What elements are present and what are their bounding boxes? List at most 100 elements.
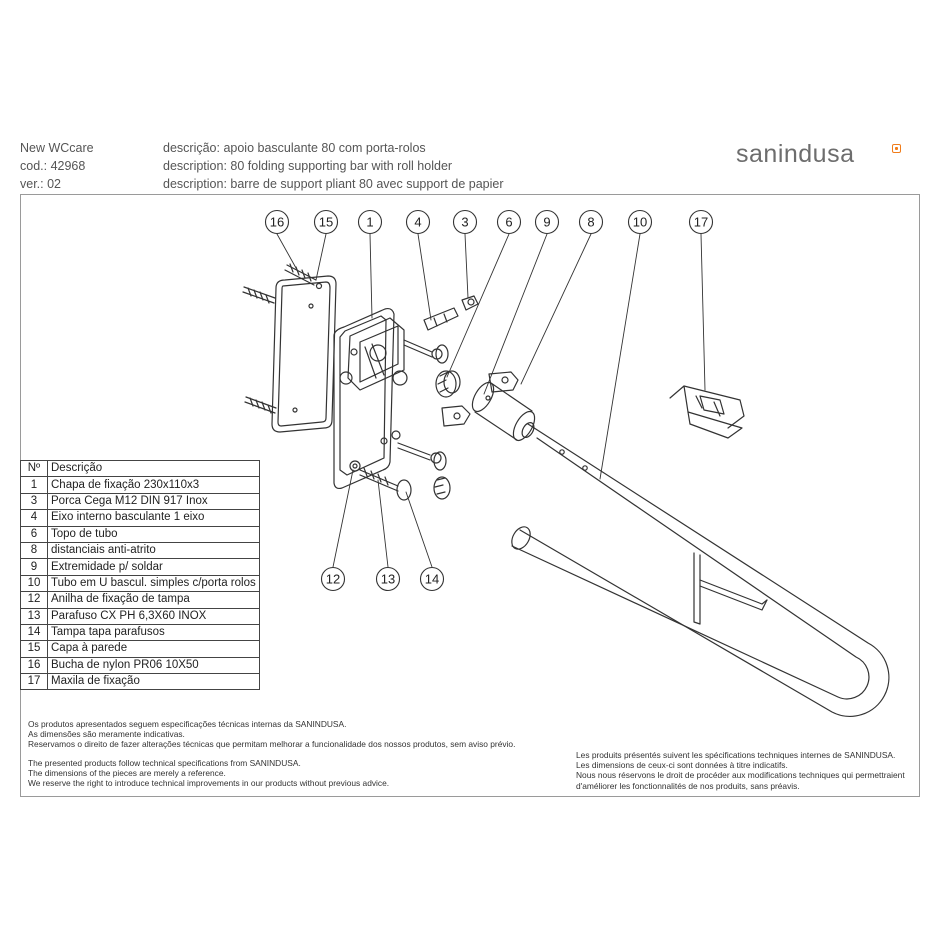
product-code: cod.: 42968 <box>20 159 86 173</box>
note-line: Les dimensions de ceux-ci sont données à… <box>576 760 788 771</box>
sanindusa-logo: sanindusa <box>736 140 854 169</box>
logo-text-2: indusa <box>777 140 855 168</box>
header-meta: New WCcare cod.: 42968 ver.: 02 <box>20 139 94 193</box>
part-number: 4 <box>20 509 48 527</box>
callout-label: 16 <box>270 215 284 230</box>
callout-16: 16 <box>264 209 290 235</box>
note-line: Nous nous réservons le droit de procéder… <box>576 770 905 781</box>
part-number: 8 <box>20 541 48 560</box>
cap-nut <box>461 295 479 311</box>
part-number: 14 <box>20 623 48 642</box>
spacers <box>441 371 519 427</box>
wall-plate <box>271 275 337 433</box>
callout-circle <box>496 209 522 235</box>
note-line: As dimensões são meramente indicativas. <box>28 729 185 740</box>
part-description: Anilha de fixação de tampa <box>47 591 260 609</box>
part-description: Eixo interno basculante 1 eixo <box>47 509 260 527</box>
callout-circle <box>627 209 653 235</box>
callout-label: 17 <box>694 215 708 230</box>
callout-circle <box>419 566 445 592</box>
part-description: Extremidade p/ soldar <box>47 558 260 576</box>
logo-mark-icon <box>892 144 901 153</box>
screw-caps <box>396 344 451 501</box>
note-line: Os produtos apresentados seguem especifi… <box>28 719 347 729</box>
notes-pt: Os produtos apresentados seguem especifi… <box>28 719 515 750</box>
part-number: 17 <box>20 673 48 691</box>
parts-table-header: Nº Descrição <box>20 459 260 478</box>
description-fr: description: barre de support pliant 80 … <box>163 177 504 191</box>
part-description: Bucha de nylon PR06 10X50 <box>47 656 260 675</box>
callout-circle <box>534 209 560 235</box>
part-number: 12 <box>20 591 48 609</box>
tube-cap <box>435 370 461 398</box>
header-descriptions: descrição: apoio basculante 80 com porta… <box>163 139 504 193</box>
callout-8: 8 <box>578 209 604 235</box>
product-version: ver.: 02 <box>20 177 61 191</box>
callout-circle <box>688 209 714 235</box>
note-line: d'améliorer les fonctionnalités de nos p… <box>576 780 800 791</box>
callout-label: 15 <box>319 215 333 230</box>
part-description: Tampa tapa parafusos <box>47 623 260 642</box>
callout-label: 4 <box>414 215 421 230</box>
part-description: Tubo em U bascul. simples c/porta rolos <box>47 574 260 593</box>
callout-14: 14 <box>419 566 445 592</box>
part-number: 16 <box>20 656 48 675</box>
u-tube <box>511 422 890 717</box>
callout-17: 17 <box>688 209 714 235</box>
part-description: Porca Cega M12 DIN 917 Inox <box>47 492 260 511</box>
note-line: We reserve the right to introduce techni… <box>28 778 390 789</box>
callout-4: 4 <box>405 209 431 235</box>
screws <box>359 339 443 492</box>
nylon-anchors <box>242 263 317 414</box>
callout-label: 13 <box>381 572 395 587</box>
part-description: distanciais anti-atrito <box>47 541 260 560</box>
clamp <box>669 385 745 439</box>
callout-label: 9 <box>543 215 550 230</box>
callout-label: 10 <box>633 215 647 230</box>
part-number: 1 <box>20 476 48 494</box>
callout-label: 12 <box>326 572 340 587</box>
product-name: New WCcare <box>20 141 94 155</box>
note-line: Reservamos o direito de fazer alterações… <box>28 739 516 750</box>
description-en: description: 80 folding supporting bar w… <box>163 159 453 173</box>
part-number: 9 <box>20 558 48 576</box>
callout-label: 8 <box>587 215 594 230</box>
logo-text-1: san <box>736 140 778 168</box>
part-number: 10 <box>20 574 48 593</box>
leader-lines <box>276 233 706 568</box>
note-line: Les produits présentés suivent les spéci… <box>576 750 896 760</box>
note-line: The dimensions of the pieces are merely … <box>28 768 226 779</box>
header-description: Descrição <box>47 459 260 478</box>
part-description: Capa à parede <box>47 640 260 658</box>
callout-9: 9 <box>534 209 560 235</box>
part-description: Parafuso CX PH 6,3X60 INOX <box>47 607 260 625</box>
notes-en: The presented products follow technical … <box>28 758 389 789</box>
part-description: Chapa de fixação 230x110x3 <box>47 476 260 494</box>
part-number: 6 <box>20 525 48 543</box>
part-number: 3 <box>20 492 48 511</box>
callout-circle <box>264 209 290 235</box>
callout-circle <box>313 209 339 235</box>
pivot-axis <box>423 307 459 331</box>
part-description: Topo de tubo <box>47 525 260 543</box>
header-number: Nº <box>20 459 48 478</box>
callout-label: 6 <box>505 215 512 230</box>
callout-circle <box>357 209 383 235</box>
description-pt: descrição: apoio basculante 80 com porta… <box>163 141 426 155</box>
callout-label: 3 <box>461 215 468 230</box>
callout-1: 1 <box>357 209 383 235</box>
part-number: 13 <box>20 607 48 625</box>
